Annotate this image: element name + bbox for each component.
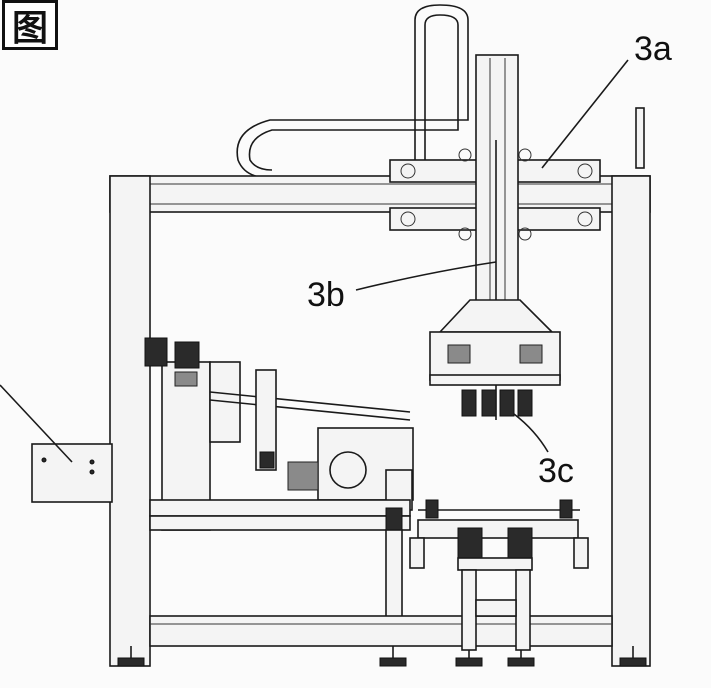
label-3c: 3c xyxy=(538,452,574,490)
leader-left xyxy=(0,384,73,463)
table-clamp-right xyxy=(507,527,533,559)
foot-4 xyxy=(507,657,535,667)
foot-5 xyxy=(619,657,647,667)
transfer-table xyxy=(417,519,579,539)
figure-mark: 图 xyxy=(2,0,58,50)
inner-rail-bottom xyxy=(149,515,411,531)
foot-3 xyxy=(455,657,483,667)
suction-cup-3 xyxy=(499,389,515,417)
suction-cup-4 xyxy=(517,389,533,417)
foot-1 xyxy=(117,657,145,667)
left-main-post xyxy=(109,175,151,667)
table-leg-right xyxy=(515,569,531,651)
rail-loop-outer xyxy=(236,4,469,179)
leader-3c xyxy=(513,413,549,453)
inner-rail-top xyxy=(149,499,411,517)
left-chute xyxy=(31,443,113,503)
right-post xyxy=(635,107,645,169)
vertical-column xyxy=(475,54,519,336)
bottom-beam xyxy=(149,615,613,647)
rail-loop-inner xyxy=(248,14,459,171)
suction-cup-2 xyxy=(481,389,497,417)
table-clamp-left xyxy=(457,527,483,559)
label-3b: 3b xyxy=(307,276,345,314)
leader-3a xyxy=(541,59,629,169)
foot-2 xyxy=(379,657,407,667)
label-3a: 3a xyxy=(634,30,672,68)
suction-cup-1 xyxy=(461,389,477,417)
gripper-hood xyxy=(438,299,554,333)
inner-support-leg xyxy=(385,529,403,619)
right-main-post xyxy=(611,175,651,667)
leader-3b xyxy=(355,261,497,291)
table-leg-left xyxy=(461,569,477,651)
